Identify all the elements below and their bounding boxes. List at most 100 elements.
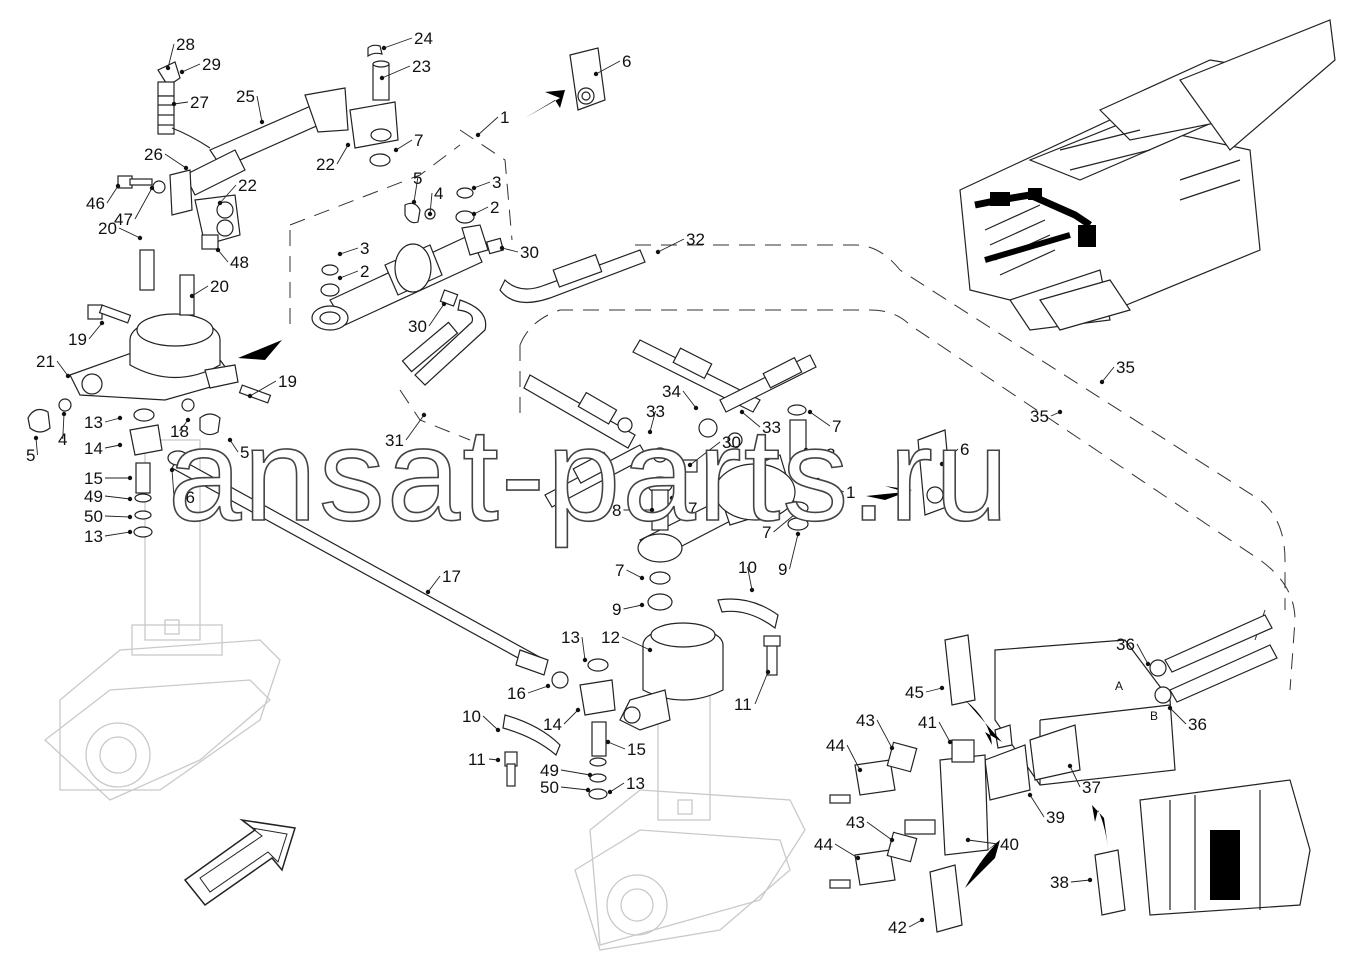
pin-23-clip-24 [349, 44, 399, 167]
leader-dot-c9a [795, 531, 801, 537]
leader-c49a [104, 495, 131, 500]
bolt-46-washer-47 [117, 175, 166, 194]
leader-c6b [941, 448, 959, 465]
callout-c8b: 8 [612, 501, 621, 520]
callout-c10b: 10 [462, 707, 481, 726]
callout-c45: 45 [905, 683, 924, 702]
callout-c10a: 10 [738, 558, 757, 577]
leader-dot-c16b [545, 683, 551, 689]
leader-c22b [336, 144, 349, 165]
callout-numbers: 1122334455566777778899101011111213131313… [26, 29, 1207, 937]
leader-c16b [527, 685, 549, 694]
leader-c9b [623, 604, 643, 610]
leader-c21 [56, 360, 69, 377]
callout-c1b: 1 [846, 483, 855, 502]
leader-dot-c3a [337, 251, 343, 257]
leader-dot-c19b [247, 393, 253, 399]
leader-c5b [413, 177, 419, 203]
decals-38-42-45 [929, 634, 1126, 933]
callout-c49b: 49 [540, 761, 559, 780]
leader-c50b [560, 786, 589, 791]
leader-c18 [179, 419, 189, 432]
port-label-a: A [1115, 679, 1123, 693]
leader-c11a [754, 671, 769, 705]
leader-c31 [405, 414, 425, 441]
callout-c12: 12 [601, 628, 620, 647]
leader-dot-c16a [169, 467, 175, 473]
leader-c37 [1069, 765, 1081, 788]
coils-43-44 [829, 741, 918, 889]
leader-c26 [164, 153, 187, 169]
leader-dot-c26 [183, 165, 189, 171]
callout-c40: 40 [1000, 835, 1019, 854]
callout-c47: 47 [114, 210, 133, 229]
callout-c13a: 13 [84, 413, 103, 432]
leader-c39 [1029, 794, 1045, 818]
leader-c10a [747, 566, 753, 591]
leader-c8a [805, 449, 825, 455]
callout-c1a: 1 [500, 108, 509, 127]
leader-c10b [482, 715, 499, 731]
leader-dot-c30a [499, 245, 505, 251]
leader-dot-c48 [215, 247, 221, 253]
valve-bank-overview [1139, 779, 1311, 916]
callout-c13d: 13 [626, 774, 645, 793]
leader-dot-c7a [393, 147, 399, 153]
callout-c22a: 22 [238, 176, 257, 195]
callout-c2b: 2 [490, 198, 499, 217]
leader-dot-c37 [1067, 763, 1073, 769]
leader-dot-c43b [889, 837, 895, 843]
leader-c19a [88, 322, 103, 340]
leader-dot-c36a [1145, 661, 1151, 667]
callout-c28: 28 [176, 35, 195, 54]
leader-c7c [671, 497, 687, 509]
callout-c49a: 49 [84, 487, 103, 506]
callout-c50b: 50 [540, 778, 559, 797]
leader-c1b [817, 479, 845, 493]
leader-c5a [35, 437, 38, 456]
leader-c6a [595, 60, 621, 75]
callout-c4b: 4 [434, 184, 443, 203]
callout-c33b: 33 [762, 418, 781, 437]
callout-c16a: 16 [176, 488, 195, 507]
leader-c3a [339, 247, 359, 255]
leader-dot-c41 [947, 739, 953, 745]
callout-c15b: 15 [627, 740, 646, 759]
callout-c39: 39 [1046, 808, 1065, 827]
leader-dot-c50b [585, 787, 591, 793]
leader-dot-c10a [749, 587, 755, 593]
leader-c41 [938, 721, 951, 743]
callout-c38: 38 [1050, 873, 1069, 892]
leader-c13d [609, 782, 625, 793]
leader-c19b [249, 380, 277, 397]
leader-dot-c38 [1087, 877, 1093, 883]
leader-c7b [809, 411, 831, 427]
leader-c36a [1136, 643, 1149, 665]
callout-c5a: 5 [26, 446, 35, 465]
leader-dot-c31 [421, 412, 427, 418]
callout-c48: 48 [230, 253, 249, 272]
leader-dot-c49b [587, 772, 593, 778]
leader-dot-c10b [495, 727, 501, 733]
fittings-4-5-18-left [27, 398, 221, 436]
leader-dot-c4b [427, 211, 433, 217]
leader-c43a [876, 719, 893, 749]
callout-c11a: 11 [734, 695, 752, 714]
callout-c19b: 19 [278, 372, 297, 391]
callout-c35a: 35 [1116, 358, 1135, 377]
center-arm-assembly [637, 454, 796, 611]
leader-c2b [473, 206, 489, 215]
leader-dot-c8b [649, 507, 655, 513]
leader-c38 [1070, 879, 1091, 883]
callout-c3a: 3 [360, 239, 369, 258]
leader-dot-c21 [65, 373, 71, 379]
leader-dot-c7e [639, 575, 645, 581]
callout-c7d: 7 [762, 523, 771, 542]
leader-dot-c22b [345, 142, 351, 148]
leader-dot-c5b [411, 199, 417, 205]
leader-dot-c44b [855, 855, 861, 861]
leader-dot-c20a [137, 235, 143, 241]
leader-c40 [967, 839, 999, 845]
leader-dot-c3b [471, 185, 477, 191]
arrow-45 [965, 700, 1002, 745]
